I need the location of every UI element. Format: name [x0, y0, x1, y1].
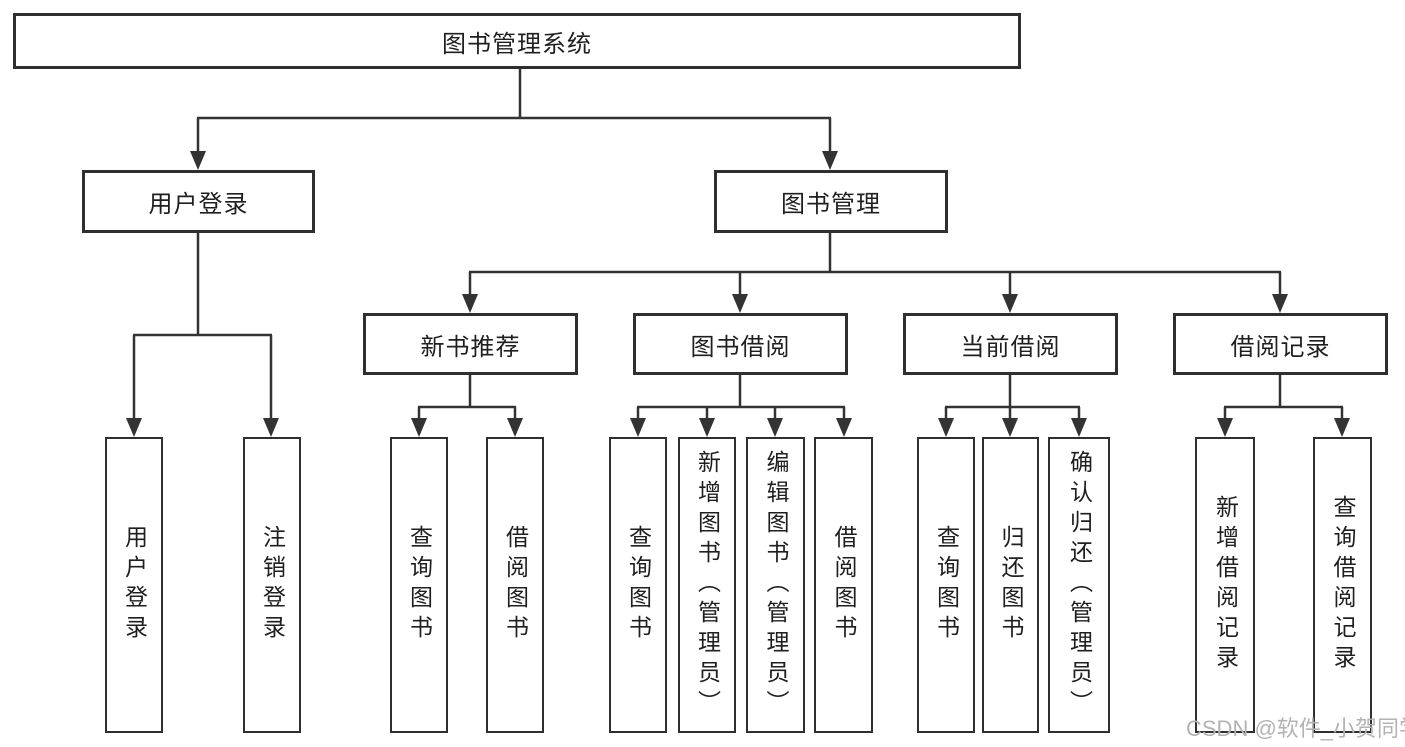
leaf-borrow-edit: 编辑图书（管理员）: [746, 437, 805, 733]
csdn-watermark: CSDN @软件_小贺同学: [1186, 716, 1405, 741]
node-book-borrow: 图书借阅: [633, 313, 848, 375]
node-book-mgmt: 图书管理: [714, 170, 948, 233]
leaf-current-confirm-label: 确认归还（管理员）: [1066, 450, 1093, 720]
node-current-borrow: 当前借阅: [903, 313, 1118, 375]
connector-user-login-drops: [132, 335, 273, 420]
leaf-current-return-label: 归还图书: [998, 525, 1024, 645]
node-book-mgmt-label: 图书管理: [781, 191, 881, 218]
leaf-current-query-label: 查询图书: [933, 525, 960, 645]
leaf-borrow-borrow: 借阅图书: [814, 437, 873, 733]
node-borrow-record-label: 借阅记录: [1230, 333, 1331, 361]
leaf-newbook-query-label: 查询图书: [406, 525, 433, 645]
leaf-current-query: 查询图书: [917, 437, 975, 733]
leaf-borrow-add-label: 新增图书（管理员）: [694, 450, 721, 720]
leaf-record-add-label: 新增借阅记录: [1212, 495, 1239, 675]
connector-book-mgmt-drops: [468, 272, 1282, 296]
node-new-book-label: 新书推荐: [420, 333, 521, 361]
node-borrow-record: 借阅记录: [1173, 313, 1388, 375]
leaf-borrow-query-label: 查询图书: [625, 525, 652, 645]
leaf-borrow-borrow-label: 借阅图书: [831, 525, 857, 645]
leaf-user-login-label: 用户登录: [121, 525, 148, 645]
node-user-login: 用户登录: [82, 170, 315, 233]
leaf-record-query-label: 查询借阅记录: [1330, 495, 1356, 675]
leaf-logout-label: 注销登录: [259, 525, 286, 645]
leaf-newbook-borrow-label: 借阅图书: [502, 525, 529, 645]
node-root-label: 图书管理系统: [442, 30, 592, 58]
node-current-borrow-label: 当前借阅: [960, 333, 1061, 361]
leaf-current-confirm: 确认归还（管理员）: [1048, 437, 1110, 733]
leaf-borrow-query: 查询图书: [609, 437, 667, 733]
arrow-to-user-login: [190, 151, 206, 170]
leaf-record-query: 查询借阅记录: [1313, 437, 1372, 733]
node-root: 图书管理系统: [13, 13, 1021, 69]
leaf-borrow-add: 新增图书（管理员）: [678, 437, 736, 733]
leaf-user-login: 用户登录: [105, 437, 163, 733]
node-user-login-label: 用户登录: [148, 191, 249, 218]
leaf-logout: 注销登录: [243, 437, 301, 733]
node-new-book: 新书推荐: [363, 313, 578, 375]
leaf-newbook-borrow: 借阅图书: [486, 437, 544, 733]
leaf-newbook-query: 查询图书: [390, 437, 448, 733]
leaf-record-add: 新增借阅记录: [1195, 437, 1255, 733]
leaf-current-return: 归还图书: [982, 437, 1039, 733]
arrow-to-book-mgmt: [822, 151, 838, 170]
connector-root-drop: [196, 118, 832, 153]
node-book-borrow-label: 图书借阅: [690, 333, 791, 361]
leaf-borrow-edit-label: 编辑图书（管理员）: [763, 450, 789, 720]
